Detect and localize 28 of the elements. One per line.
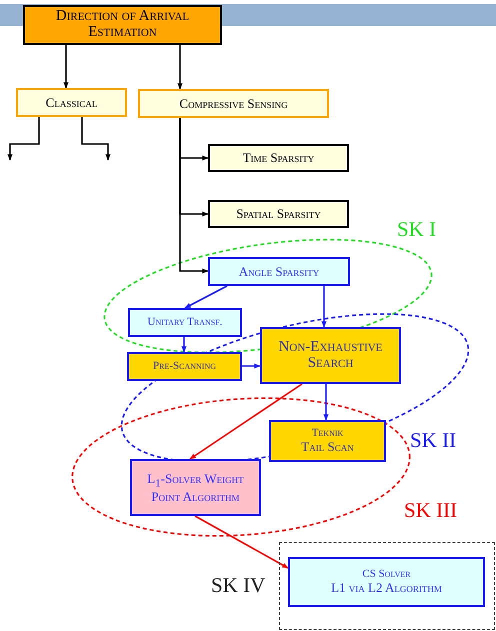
process-box: Spatial Sparsity — [208, 200, 349, 228]
process-box: Teknik Tail Scan — [269, 420, 386, 462]
arrow — [321, 286, 327, 328]
arrow — [7, 117, 40, 161]
process-box: Angle Sparsity — [208, 257, 350, 286]
process-box: L$_{1}$-Solver Weight Point Algorithm — [130, 459, 261, 516]
process-box: Classical — [16, 88, 127, 117]
arrow — [189, 383, 302, 460]
arrow — [181, 337, 187, 353]
arrow — [323, 384, 329, 421]
process-box: Non-Exhaustive Search — [260, 327, 401, 384]
arrow — [63, 45, 69, 89]
process-box: Pre-Scanning — [127, 352, 242, 381]
arrow — [177, 45, 183, 90]
process-box: Time Sparsity — [208, 144, 349, 172]
process-box: Unitary Transf. — [128, 308, 242, 337]
group-label: SK I — [397, 217, 436, 242]
arrow — [194, 515, 289, 569]
group-label: SK II — [410, 428, 456, 453]
group-label: SK III — [404, 498, 458, 523]
process-box: Compressive Sensing — [138, 89, 329, 118]
arrow — [179, 118, 209, 274]
process-box: CS Solver L1 via L2 Algorithm — [288, 557, 485, 607]
group-label: SK IV — [211, 573, 266, 598]
process-box: Direction of Arrival Estimation — [23, 5, 222, 45]
arrow — [184, 285, 228, 309]
arrow — [81, 117, 111, 161]
arrow — [242, 363, 261, 369]
